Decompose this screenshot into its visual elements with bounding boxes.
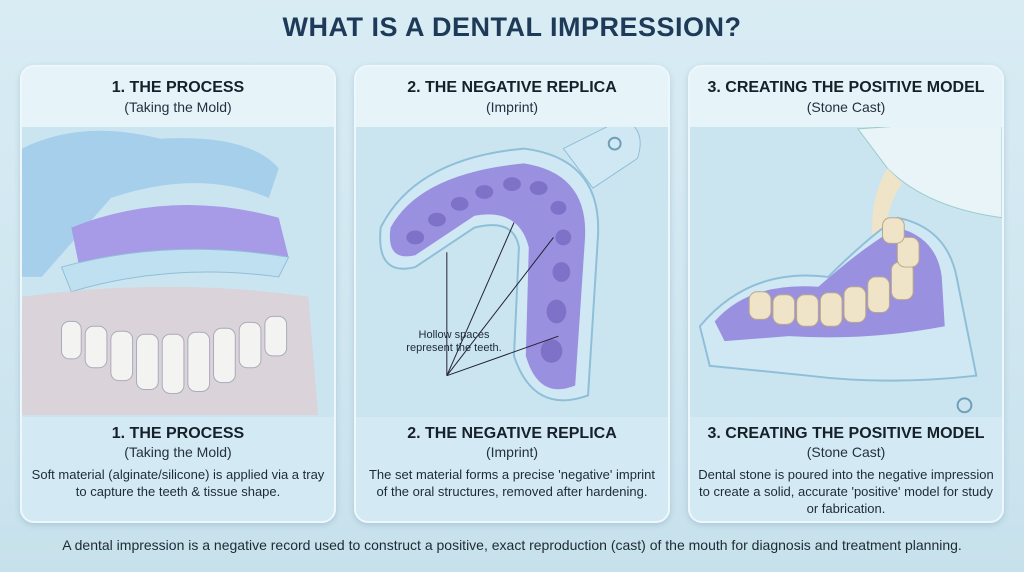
panel-subheading: (Stone Cast) — [806, 444, 886, 460]
panel-header: 3. CREATING THE POSITIVE MODEL (Stone Ca… — [690, 67, 1002, 127]
illustration-taking-mold — [22, 127, 334, 417]
annotation-hollow-spaces: Hollow spaces represent the teeth. — [406, 329, 502, 354]
panel-heading: 1. THE PROCESS — [111, 79, 245, 96]
panel-header: 1. THE PROCESS (Taking the Mold) — [22, 67, 334, 127]
panel-body: 1. THE PROCESS (Taking the Mold) Soft ma… — [22, 425, 334, 500]
panel-subheading: (Imprint) — [485, 99, 539, 115]
panel-subheading: (Taking the Mold) — [124, 99, 232, 115]
panel-description: The set material forms a precise 'negati… — [368, 467, 656, 499]
panel-positive-model: 3. CREATING THE POSITIVE MODEL (Stone Ca… — [688, 65, 1004, 523]
panel-subheading: (Stone Cast) — [806, 99, 886, 115]
illustration-stone-cast — [690, 118, 1002, 417]
panel-heading: 2. THE NEGATIVE REPLICA — [407, 79, 617, 96]
page-title: WHAT IS A DENTAL IMPRESSION? — [282, 12, 742, 42]
panel-heading: 3. CREATING THE POSITIVE MODEL — [707, 79, 985, 96]
panel-heading: 2. THE NEGATIVE REPLICA — [407, 425, 617, 442]
panel-description: Dental stone is poured into the negative… — [698, 467, 994, 516]
panel-process: 1. THE PROCESS (Taking the Mold) 1. THE … — [20, 65, 336, 523]
panel-body: 3. CREATING THE POSITIVE MODEL (Stone Ca… — [690, 425, 1002, 517]
panel-heading: 3. CREATING THE POSITIVE MODEL — [707, 425, 985, 442]
panel-negative-replica: 2. THE NEGATIVE REPLICA (Imprint) Hollow… — [354, 65, 670, 523]
panel-subheading: (Imprint) — [485, 444, 539, 460]
panel-subheading: (Taking the Mold) — [124, 444, 232, 460]
footer-summary: A dental impression is a negative record… — [62, 537, 962, 553]
panel-description: Soft material (alginate/silicone) is app… — [31, 467, 325, 499]
illustration-impression-tray — [356, 118, 668, 417]
panel-body: 2. THE NEGATIVE REPLICA (Imprint) The se… — [356, 425, 668, 500]
panel-heading: 1. THE PROCESS — [111, 425, 245, 442]
panel-header: 2. THE NEGATIVE REPLICA (Imprint) — [356, 67, 668, 127]
